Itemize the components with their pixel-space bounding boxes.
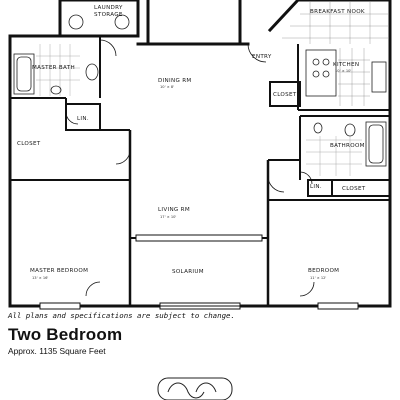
bathroom-sink [344,123,356,137]
master-sink [85,63,99,81]
kitchen-sink [371,61,387,93]
kitchen-dimensions: 10' × 10' [335,69,351,73]
master-bedroom-dimensions: 13' × 16' [32,276,48,280]
logo-mark [157,377,233,400]
doors [65,39,315,297]
exterior-walls [8,0,392,308]
master-toilet [50,85,62,95]
plan-title: Two Bedroom [8,325,123,344]
laundry-label: LAUNDRY [94,5,123,11]
dining-room-label: DINING RM [158,78,192,84]
interior-walls [10,36,391,306]
windows [39,234,359,310]
master-closet-label: CLOSET [17,141,41,147]
plan-area: Approx. 1135 Square Feet [8,346,106,356]
hall-linen-label: LIN. [310,184,322,190]
hall-closet-label: CLOSET [342,186,366,192]
master-bath-label: MASTER BATH [32,65,75,71]
kitchen-counter [305,49,337,97]
dryer [114,14,130,30]
kitchen-label: KITCHEN [333,62,359,68]
master-linen-label: LIN. [77,116,89,122]
entry-label: ENTRY [252,54,272,60]
fixtures [13,2,388,176]
entry-closet-label: CLOSET [273,92,297,98]
breakfast-nook-label: BREAKFAST NOOK [310,9,365,15]
master-bedroom-label: MASTER BEDROOM [30,268,88,274]
bathroom-label: BATHROOM [330,143,365,149]
master-bathtub [13,53,35,95]
dining-room-dimensions: 10' × 8' [160,85,174,89]
bedroom-dimensions: 11' × 12' [310,276,326,280]
laundry-storage-label: STORAGE [94,12,123,18]
bathroom-toilet [313,122,323,134]
solarium-label: SOLARIUM [172,269,204,275]
bedroom-label: BEDROOM [308,268,339,274]
disclaimer-text: All plans and specifications are subject… [8,311,235,320]
living-room-label: LIVING RM [158,207,190,213]
bathtub [365,121,387,167]
washer [68,14,84,30]
living-room-dimensions: 17' × 10' [160,215,176,219]
